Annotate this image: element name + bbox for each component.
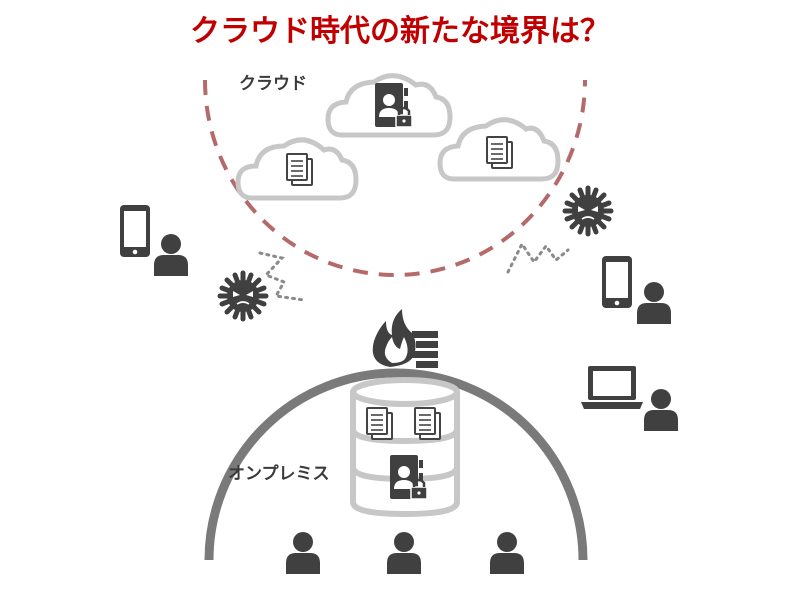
person-icon (644, 389, 678, 431)
person-icon (154, 234, 188, 276)
firewall-icon (372, 309, 438, 368)
virus-icon (220, 273, 266, 319)
document-icon (366, 407, 393, 440)
document-icon (486, 136, 513, 169)
onprem-boundary-arc (204, 368, 588, 561)
laptop-icon (581, 366, 643, 409)
person-icon (387, 532, 421, 574)
onprem-zone-label: オンプレミス (228, 464, 330, 484)
contact-book-lock-icon (373, 81, 414, 129)
document-icon (414, 407, 441, 440)
person-icon (286, 532, 320, 574)
attack-path-right (506, 241, 570, 274)
document-icon (286, 153, 313, 186)
smartphone-icon (120, 205, 150, 257)
person-icon (637, 282, 671, 324)
attack-path-left (258, 251, 306, 302)
smartphone-icon (602, 256, 632, 308)
person-icon (490, 532, 524, 574)
contact-book-lock-icon (388, 453, 429, 501)
cloud-zone-label: クラウド (239, 74, 307, 94)
virus-icon (565, 188, 611, 234)
page-title: クラウド時代の新たな境界は？ (190, 14, 610, 49)
